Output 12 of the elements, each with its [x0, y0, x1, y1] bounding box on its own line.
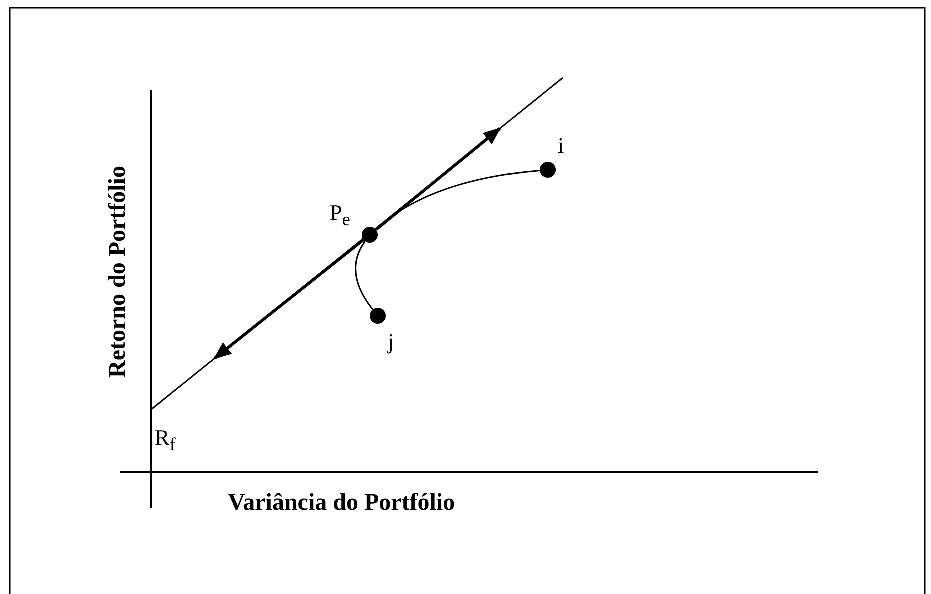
arrow: [375, 128, 502, 232]
point-dot: [370, 308, 386, 324]
pe-label: P$_{e}$: [330, 202, 350, 230]
point-dot: [540, 162, 556, 178]
intercept-label: R$_{f}$: [155, 425, 176, 456]
arrow: [214, 238, 365, 360]
point-label: i: [558, 135, 564, 157]
curve-line: [355, 241, 374, 310]
axis-title: Variância do Portfólio: [228, 490, 456, 517]
point-label: j: [388, 331, 394, 353]
axis-title: Retorno do Portfólio: [105, 165, 132, 380]
point-dot: [362, 227, 378, 243]
